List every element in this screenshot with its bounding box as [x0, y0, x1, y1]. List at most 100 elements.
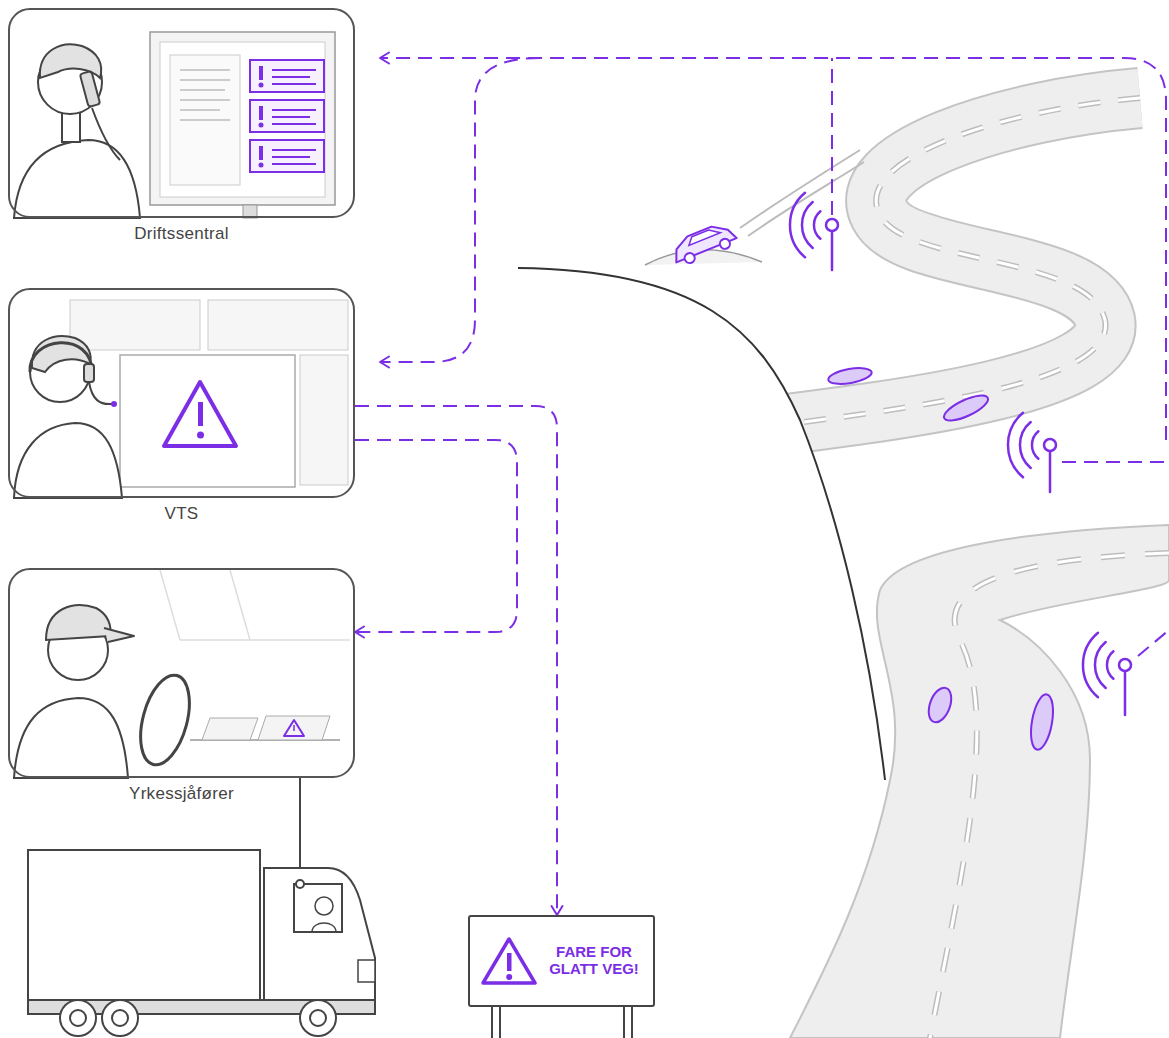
truck — [60, 1000, 96, 1036]
road-sensor — [1032, 431, 1038, 459]
warning-triangle — [483, 939, 535, 983]
driver-illustration — [160, 570, 350, 640]
road-sensor — [1119, 659, 1131, 671]
warning-sign: FARE FOR GLATT VEG! — [468, 915, 655, 1007]
driver-illustration — [14, 698, 128, 778]
operator-illustration — [160, 42, 325, 197]
truck — [70, 1010, 86, 1026]
truck — [310, 1010, 326, 1026]
operator-illustration — [62, 112, 80, 142]
driver-illustration — [104, 628, 134, 642]
lower-road — [790, 525, 1169, 1038]
road-sensor — [790, 193, 805, 257]
operator-illustration — [259, 83, 264, 88]
operator-illustration — [259, 66, 263, 80]
warning-triangle — [507, 953, 512, 971]
car — [718, 237, 731, 250]
car — [686, 226, 720, 245]
road-sensor — [1107, 651, 1113, 679]
driver-illustration — [284, 720, 304, 736]
operator-illustration — [150, 32, 335, 205]
operator-illustration — [259, 106, 263, 120]
operator-illustration — [259, 163, 264, 168]
road-sensor — [1020, 422, 1031, 468]
road-sensor — [1083, 633, 1098, 697]
illustration-shape — [250, 60, 324, 172]
truck — [358, 960, 375, 982]
operator-illustration — [259, 146, 263, 160]
illustration-shape — [669, 220, 739, 268]
vts-illustration — [197, 432, 204, 439]
road-sensor — [831, 231, 834, 270]
vts-illustration — [14, 300, 348, 498]
road-sensor — [1044, 439, 1056, 451]
ice-patch — [1027, 693, 1056, 752]
vts-illustration — [164, 382, 236, 446]
road-sensor — [790, 193, 1131, 715]
car — [740, 150, 860, 228]
car — [669, 220, 737, 263]
panel-label: Yrkessjåfører — [10, 784, 353, 804]
truck — [28, 778, 375, 1036]
panel-label: VTS — [10, 504, 353, 524]
driver-illustration — [46, 605, 110, 640]
sign-post — [499, 1005, 501, 1038]
vts-illustration — [198, 402, 203, 426]
sensor-data-line — [831, 58, 833, 215]
upper-road — [740, 98, 1140, 430]
ice-patch — [941, 391, 991, 426]
driver-illustration — [293, 725, 295, 731]
lower-road — [790, 525, 1169, 1038]
hill — [400, 268, 885, 1038]
truck — [300, 1000, 336, 1036]
road-sensor — [826, 219, 838, 231]
sign-text: FARE FOR GLATT VEG! — [548, 944, 640, 978]
vts-illustration — [120, 355, 295, 487]
ice-patch — [924, 685, 955, 726]
operator-illustration — [170, 55, 240, 185]
lower-road — [930, 553, 1169, 1038]
road-sensor — [1095, 642, 1106, 688]
truck — [312, 923, 336, 932]
sign-post — [623, 1005, 625, 1038]
operator-illustration — [14, 32, 335, 218]
hill — [400, 268, 885, 1038]
panel-box: VTS — [8, 288, 355, 498]
vts-illustration — [14, 423, 122, 498]
road-sensor — [1049, 451, 1052, 492]
panel-label: Driftssentral — [10, 224, 353, 244]
upper-road — [740, 98, 1140, 430]
truck — [264, 868, 375, 1000]
road-sensor — [1124, 671, 1127, 715]
vts-illustration — [89, 382, 112, 404]
operator-illustration — [80, 71, 100, 107]
illustration-shape — [259, 66, 264, 168]
truck — [102, 1000, 138, 1036]
vts-illustration — [30, 343, 92, 372]
car — [683, 252, 696, 265]
truck — [112, 1010, 128, 1026]
operator-illustration — [14, 140, 140, 218]
lower-road — [930, 553, 1169, 1038]
road-sensor — [1008, 413, 1023, 477]
driver-illustration — [202, 718, 258, 740]
operator-illustration — [92, 108, 120, 160]
upper-road — [740, 98, 1140, 430]
operator-illustration — [259, 123, 264, 128]
driver-illustration — [14, 570, 350, 778]
vts-illustration — [84, 364, 94, 382]
vts-illustration — [111, 401, 117, 407]
upper-road — [740, 98, 1140, 430]
dashed-connector — [355, 440, 517, 632]
truck — [296, 880, 304, 888]
ice-patch — [827, 365, 1057, 751]
hill — [518, 268, 885, 780]
dashed-connector — [355, 406, 557, 915]
warning-triangle — [506, 974, 512, 980]
vts-illustration — [70, 300, 200, 350]
road-sensor — [802, 202, 813, 248]
panel-box: Yrkessjåfører — [8, 568, 355, 778]
sensor-data-line — [1138, 630, 1169, 656]
warning-triangle — [480, 935, 538, 987]
